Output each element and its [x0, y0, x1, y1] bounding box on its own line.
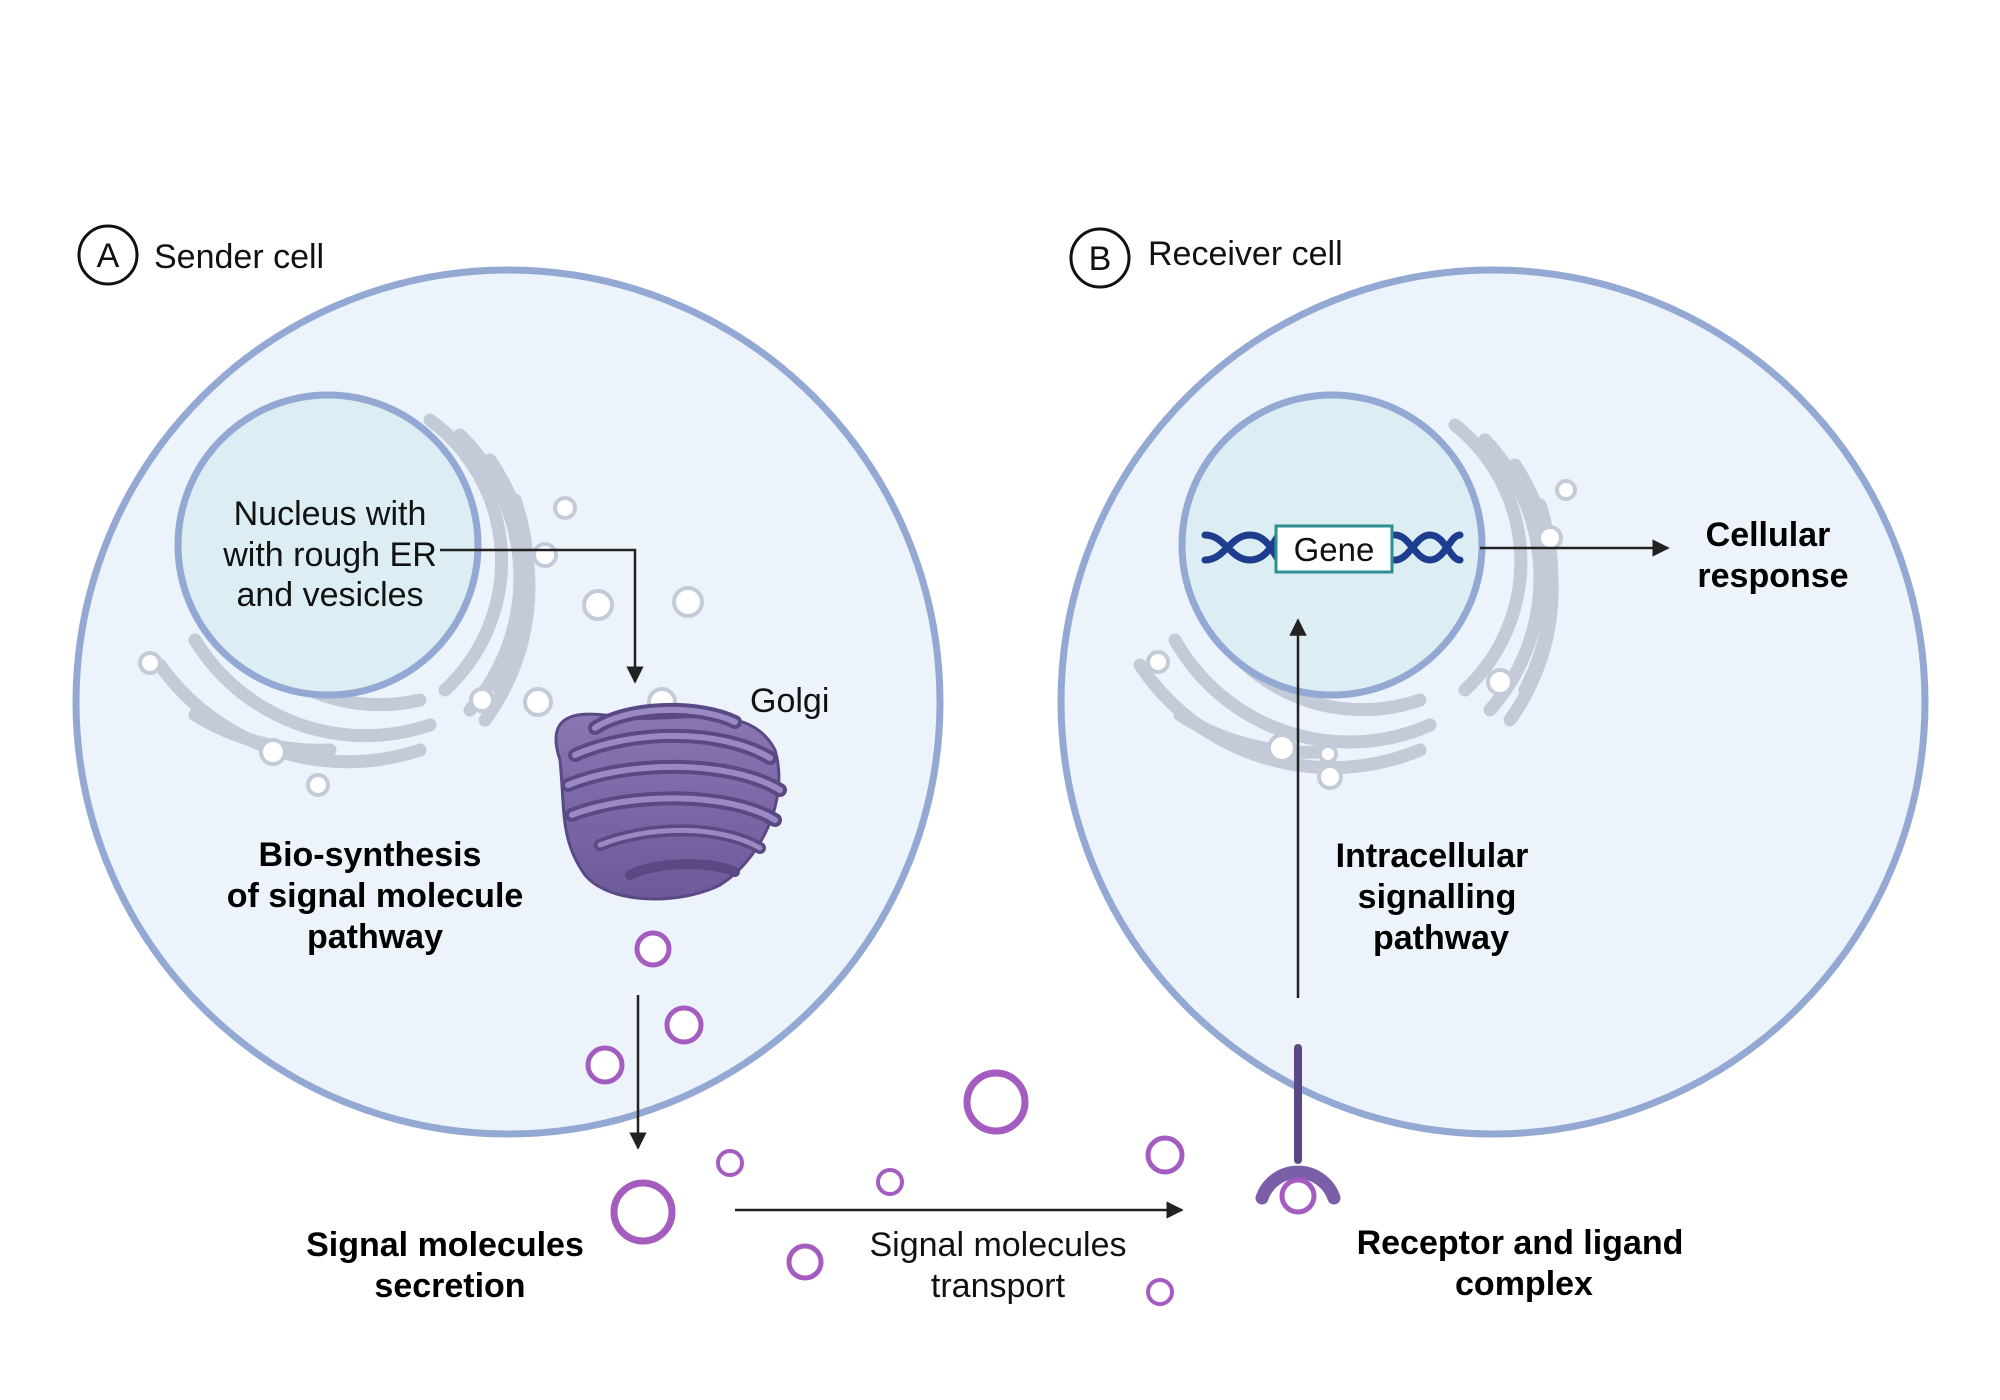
svg-text:pathway: pathway: [1373, 919, 1509, 957]
svg-text:Nucleus with: Nucleus with: [234, 495, 427, 533]
panel-a-title: Sender cell: [154, 238, 324, 276]
cellular-response-label: Cellular response: [1697, 516, 1848, 595]
receptor-label: Receptor and ligand complex: [1357, 1224, 1684, 1303]
transport-label: Signal molecules transport: [869, 1226, 1126, 1305]
panel-a-letter: A: [97, 237, 120, 275]
svg-text:Intracellular: Intracellular: [1336, 837, 1529, 875]
arrow-nucleus-to-golgi: [440, 548, 644, 684]
intracellular-label: Intracellular signalling pathway: [1336, 837, 1529, 957]
nucleus-label: Nucleus with with rough ER and vesicles: [222, 495, 437, 614]
svg-text:secretion: secretion: [374, 1267, 525, 1305]
panel-b-letter: B: [1089, 240, 1112, 278]
panel-b-header: B Receiver cell: [1069, 227, 1343, 289]
gene-label: Gene: [1294, 531, 1375, 568]
receptor-ligand-icon: [1255, 1044, 1341, 1215]
svg-text:transport: transport: [931, 1267, 1066, 1305]
panel-b-title: Receiver cell: [1148, 235, 1343, 273]
biosynthesis-label: Bio-synthesis of signal molecule pathway: [227, 836, 524, 956]
svg-text:Cellular: Cellular: [1706, 516, 1831, 554]
svg-text:of signal molecule: of signal molecule: [227, 877, 524, 915]
sender-nucleus: [174, 391, 482, 699]
svg-text:with rough ER: with rough ER: [222, 536, 437, 574]
svg-text:complex: complex: [1455, 1265, 1593, 1303]
svg-text:and vesicles: and vesicles: [236, 576, 423, 614]
secretion-label: Signal molecules secretion: [306, 1226, 584, 1305]
er-vesicles-b: [1146, 479, 1577, 790]
golgi-label: Golgi: [750, 682, 829, 720]
signal-molecules: [585, 930, 1185, 1306]
gene-box: Gene: [1274, 524, 1394, 574]
svg-text:Signal molecules: Signal molecules: [869, 1226, 1126, 1264]
svg-text:Bio-synthesis: Bio-synthesis: [259, 836, 482, 874]
svg-text:signalling: signalling: [1358, 878, 1517, 916]
golgi-apparatus-icon: [554, 702, 787, 901]
panel-a-header: A Sender cell: [77, 224, 324, 286]
svg-text:response: response: [1697, 557, 1848, 595]
svg-text:pathway: pathway: [307, 918, 443, 956]
svg-text:Receptor and ligand: Receptor and ligand: [1357, 1224, 1684, 1262]
svg-text:Signal molecules: Signal molecules: [306, 1226, 584, 1264]
